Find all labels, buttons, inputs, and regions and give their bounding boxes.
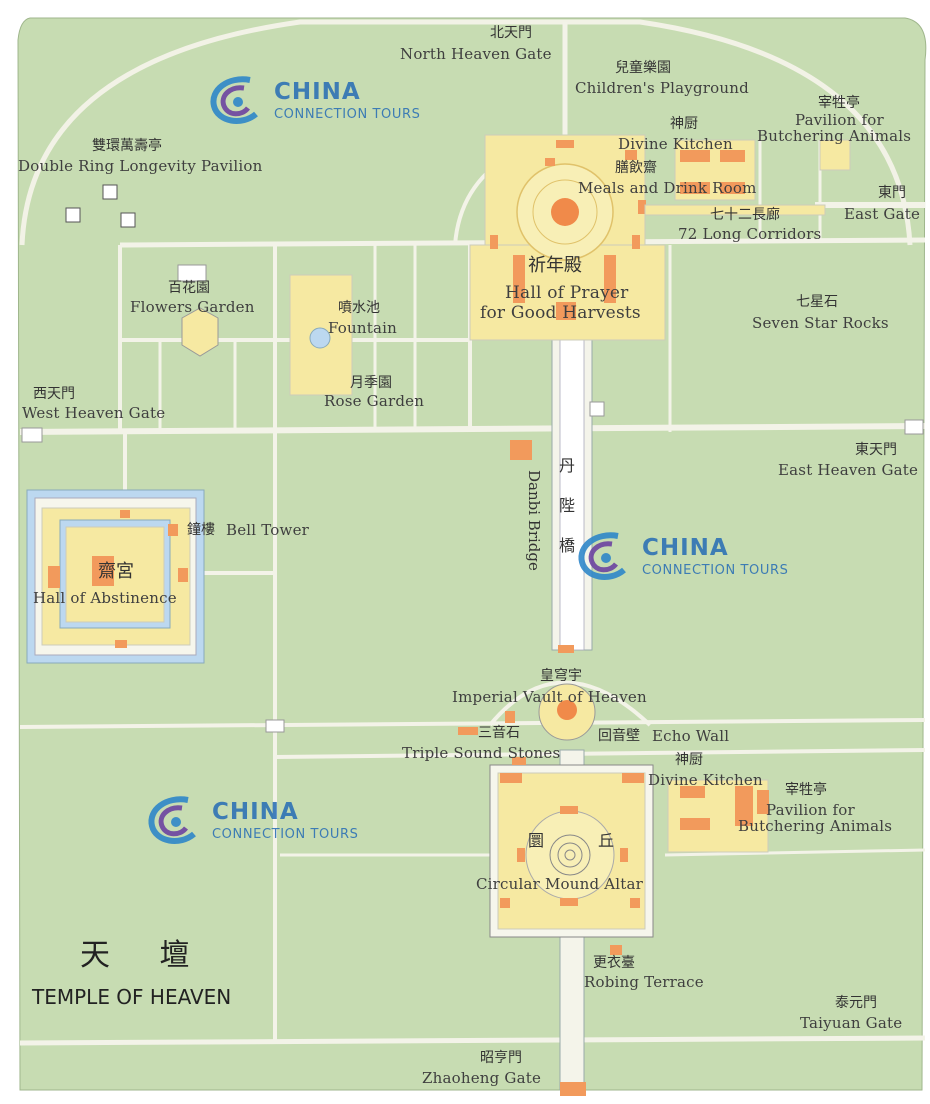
north-curved-wall bbox=[19, 19, 913, 246]
danbi-cn: 丹陛橋 bbox=[558, 456, 575, 555]
west-gate-cn: 西天門 bbox=[33, 386, 75, 402]
abstinence-cn: 齋宮 bbox=[98, 561, 134, 582]
prayer-hall-label-1: Hall of Prayer bbox=[505, 283, 629, 303]
meals-cn: 膳飲齋 bbox=[615, 160, 657, 176]
double-ring-pavilions bbox=[65, 184, 136, 228]
watermark-line1: CHINA bbox=[274, 79, 361, 105]
butcher-s-cn: 宰牲亭 bbox=[785, 782, 827, 798]
double-ring-cn: 雙環萬壽亭 bbox=[92, 138, 162, 154]
swirl-logo-icon bbox=[148, 796, 196, 844]
divine-kitchen-n-cn: 神厨 bbox=[670, 116, 698, 132]
vault-label: Imperial Vault of Heaven bbox=[452, 688, 647, 706]
robing-cn: 更衣臺 bbox=[593, 955, 635, 971]
divine-kitchen-n-label: Divine Kitchen bbox=[618, 135, 733, 153]
corridors-cn: 七十二長廊 bbox=[710, 207, 780, 223]
watermark-logo: CHINA CONNECTION TOURS bbox=[208, 74, 421, 128]
bell-tower-label: Bell Tower bbox=[226, 521, 310, 539]
butcher-s-label-1: Pavilion for bbox=[766, 801, 855, 819]
mound-cn-2: 丘 bbox=[598, 831, 615, 850]
abstinence-label: Hall of Abstinence bbox=[33, 589, 177, 607]
zhaoheng-cn: 昭亨門 bbox=[480, 1050, 522, 1066]
bell-tower-cn: 鐘樓 bbox=[187, 522, 215, 538]
robing-label: Robing Terrace bbox=[584, 973, 704, 991]
rose-cn: 月季園 bbox=[350, 375, 392, 391]
flowers-label: Flowers Garden bbox=[130, 298, 255, 316]
mound-label: Circular Mound Altar bbox=[476, 875, 644, 893]
double-ring-label: Double Ring Longevity Pavilion bbox=[18, 157, 263, 175]
east-gate-label: East Gate bbox=[844, 205, 921, 223]
east-gate-cn: 東門 bbox=[878, 185, 906, 201]
divine-kitchen-s-label: Divine Kitchen bbox=[648, 771, 763, 789]
flowers-cn: 百花園 bbox=[168, 280, 210, 296]
watermark-line2: CONNECTION TOURS bbox=[642, 563, 789, 578]
playground-label: Children's Playground bbox=[575, 79, 749, 97]
corridors-label: 72 Long Corridors bbox=[678, 225, 822, 243]
north-gate-cn: 北天門 bbox=[490, 25, 532, 41]
swirl-logo-icon bbox=[210, 76, 258, 124]
west-gate-label: West Heaven Gate bbox=[22, 404, 166, 422]
echo-label: Echo Wall bbox=[652, 727, 730, 745]
east-heaven-gate-cn: 東天門 bbox=[855, 442, 897, 458]
watermark-line1: CHINA bbox=[212, 799, 299, 825]
meals-label: Meals and Drink Room bbox=[578, 179, 757, 197]
east-heaven-gate-label: East Heaven Gate bbox=[778, 461, 919, 479]
watermark-line2: CONNECTION TOURS bbox=[212, 827, 359, 842]
taiyuan-cn: 泰元門 bbox=[835, 995, 877, 1011]
seven-star-cn: 七星石 bbox=[796, 294, 838, 310]
prayer-hall-roof bbox=[551, 198, 579, 226]
watermark-line1: CHINA bbox=[642, 535, 729, 561]
taiyuan-label: Taiyuan Gate bbox=[800, 1014, 903, 1032]
north-gate-label: North Heaven Gate bbox=[400, 45, 552, 63]
fountain-label: Fountain bbox=[328, 319, 397, 337]
prayer-hall-cn: 祈年殿 bbox=[528, 255, 582, 276]
echo-cn: 回音壁 bbox=[598, 728, 640, 744]
watermark-logo: CHINA CONNECTION TOURS bbox=[576, 530, 789, 584]
butcher-s-label-2: Butchering Animals bbox=[738, 817, 893, 835]
playground-cn: 兒童樂園 bbox=[615, 60, 671, 76]
swirl-logo-icon bbox=[578, 532, 626, 580]
seven-star-label: Seven Star Rocks bbox=[752, 314, 889, 332]
butcher-n-cn: 宰牲亭 bbox=[818, 95, 860, 111]
fountain-cn: 噴水池 bbox=[338, 300, 380, 316]
rose-label: Rose Garden bbox=[324, 392, 425, 410]
prayer-hall-label-2: for Good Harvests bbox=[480, 303, 641, 323]
map-title-cn: 天 壇 bbox=[80, 938, 190, 973]
map-title: TEMPLE OF HEAVEN bbox=[32, 985, 232, 1009]
butcher-n-label-1: Pavilion for bbox=[795, 111, 884, 129]
triple-label: Triple Sound Stones bbox=[402, 744, 561, 762]
butcher-n-label-2: Butchering Animals bbox=[757, 127, 912, 145]
zhaoheng-label: Zhaoheng Gate bbox=[422, 1069, 542, 1087]
divine-kitchen-s-cn: 神厨 bbox=[675, 752, 703, 768]
mound-cn-1: 圜 bbox=[528, 831, 545, 850]
danbi-label: Danbi Bridge bbox=[525, 470, 543, 571]
triple-cn: 三音石 bbox=[478, 725, 520, 741]
watermark-line2: CONNECTION TOURS bbox=[274, 107, 421, 122]
flowers-garden-pavilion bbox=[181, 307, 219, 357]
watermark-logo: CHINA CONNECTION TOURS bbox=[146, 794, 359, 848]
vault-cn: 皇穹宇 bbox=[540, 668, 582, 684]
